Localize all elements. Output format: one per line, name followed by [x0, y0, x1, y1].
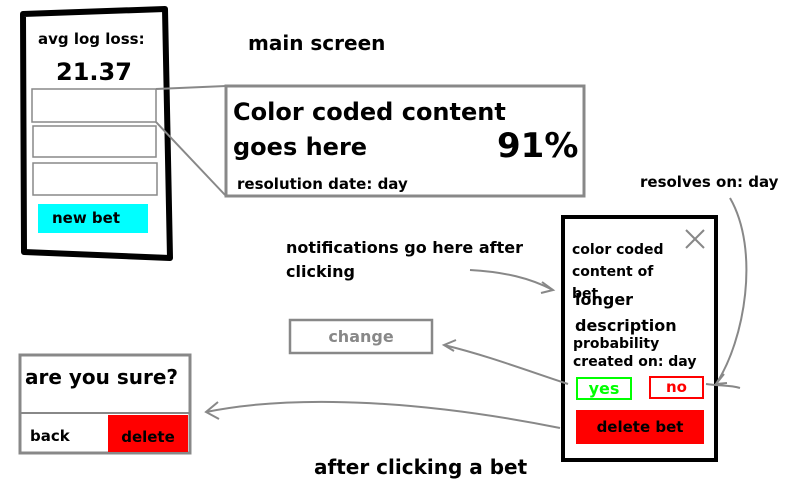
after-clicking-caption: after clicking a bet [314, 455, 528, 479]
back-button[interactable]: back [30, 427, 70, 445]
bet-slot-2 [32, 125, 157, 158]
change-button[interactable]: change [328, 327, 394, 346]
avg-log-loss-value: 21.37 [56, 58, 132, 86]
resolves-on-note: resolves on: day [640, 173, 779, 191]
arrow-confirm [205, 400, 561, 429]
arrow-no-pointer [705, 383, 741, 389]
avg-log-loss-label: avg log loss: [38, 30, 145, 48]
detail-probability-created: probability created on: day [573, 336, 697, 370]
bet-slot-1 [31, 88, 157, 123]
close-icon[interactable] [684, 228, 706, 250]
delete-bet-button[interactable]: delete bet [576, 410, 704, 444]
arrow-resolves [715, 197, 748, 385]
detail-content-text: color coded content of bet [572, 242, 664, 302]
resolution-date-text: resolution date: day [237, 175, 408, 193]
main-screen-heading: main screen [248, 31, 386, 55]
confirm-delete-button[interactable]: delete [108, 415, 188, 452]
bet-probability: 91% [497, 126, 579, 166]
confirm-title: are you sure? [25, 365, 179, 389]
new-bet-button[interactable]: new bet [38, 204, 148, 233]
yes-button[interactable]: yes [588, 379, 620, 398]
arrow-change [443, 344, 569, 385]
bet-slot-3 [32, 162, 158, 196]
no-button[interactable]: no [666, 378, 687, 396]
detail-description-text: longer description [575, 290, 677, 335]
bet-content-text: Color coded content goes here [233, 98, 506, 161]
notifications-note: notifications go here after clicking [286, 238, 523, 281]
